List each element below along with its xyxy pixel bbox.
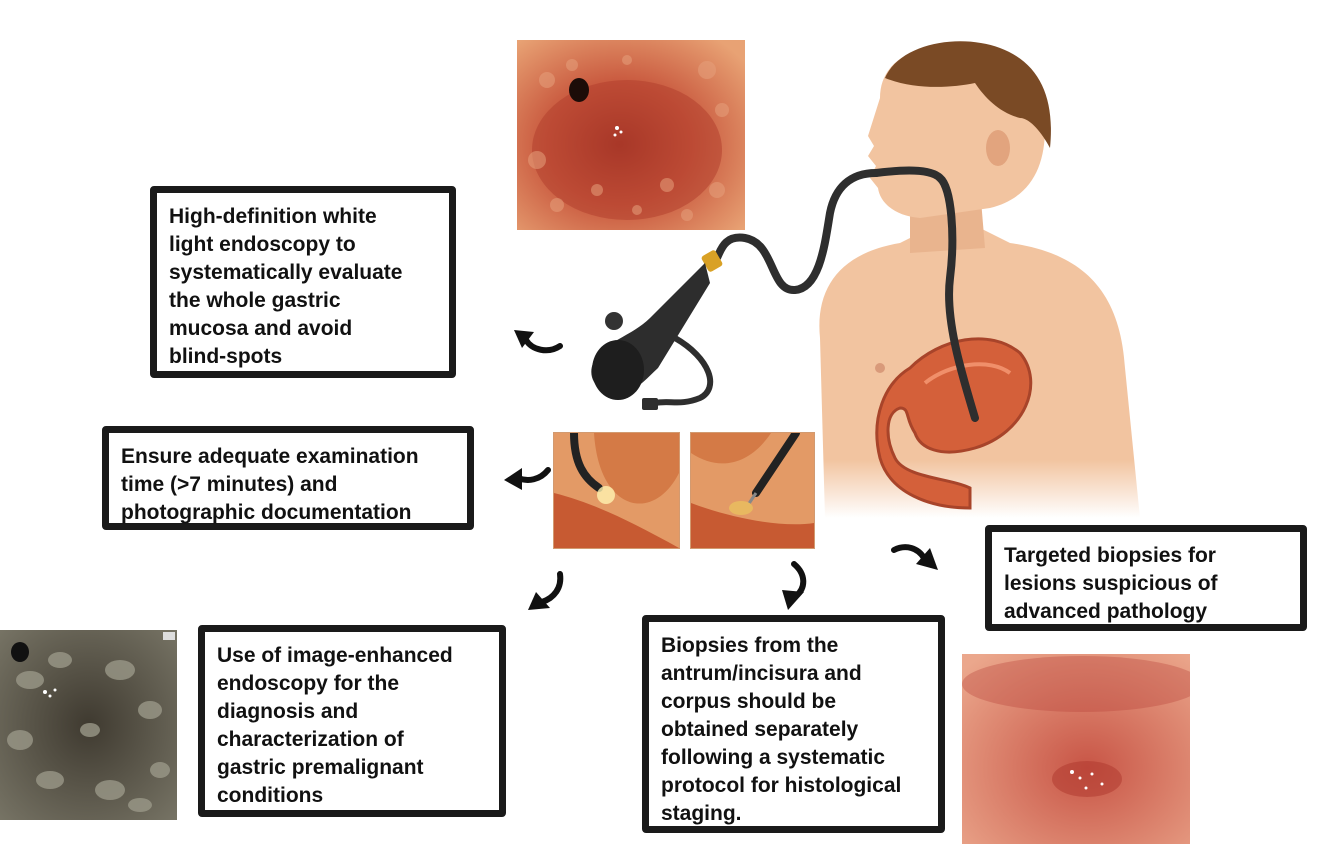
box-line: endoscopy for the [217, 672, 400, 695]
box-line: the whole gastric [169, 289, 341, 312]
box-line: characterization of [217, 728, 404, 751]
curved-arrow-icon [782, 561, 807, 610]
box-line: time (>7 minutes) and [121, 473, 338, 496]
box-line: mucosa and avoid [169, 317, 353, 340]
box-line: antrum/incisura and [661, 662, 862, 685]
targeted-biopsies-box: Targeted biopsies for lesions suspicious… [985, 525, 1307, 631]
endoscopy-photo-white-light [517, 40, 745, 230]
endoscopy-photo-image-enhanced [0, 630, 177, 820]
biopsy-protocol-box: Biopsies from the antrum/incisura and co… [642, 615, 945, 833]
box-line: blind-spots [169, 345, 283, 368]
white-light-endoscopy-box: High-definition white light endoscopy to… [150, 186, 456, 378]
box-line: following a systematic [661, 746, 886, 769]
curved-arrow-icon [504, 467, 551, 490]
box-line: Biopsies from the [661, 634, 839, 657]
image-enhanced-endoscopy-box: Use of image-enhanced endoscopy for the … [198, 625, 506, 817]
curved-arrow-icon [514, 330, 563, 354]
box-line: Ensure adequate examination [121, 445, 419, 468]
box-line: obtained separately [661, 718, 859, 741]
box-line: diagnosis and [217, 700, 359, 723]
box-line: corpus should be [661, 690, 837, 713]
box-line: protocol for histological [661, 774, 902, 797]
box-line: photographic documentation [121, 501, 412, 524]
box-line: Targeted biopsies for [1004, 544, 1216, 567]
box-line: systematically evaluate [169, 261, 403, 284]
box-line: gastric premalignant [217, 756, 424, 779]
box-line: light endoscopy to [169, 233, 356, 256]
biopsy-forceps-scene [690, 432, 815, 549]
box-line: Use of image-enhanced [217, 644, 453, 667]
curved-arrow-icon [891, 544, 938, 570]
endoscope-tip-scene [553, 432, 680, 549]
box-line: lesions suspicious of [1004, 572, 1218, 595]
curved-arrow-icon [528, 571, 564, 610]
endoscopy-photo-targeted-lesion [962, 654, 1190, 844]
box-line: advanced pathology [1004, 600, 1208, 623]
box-line: conditions [217, 784, 324, 807]
patient-endoscopy-illustration [580, 38, 1170, 518]
examination-time-box: Ensure adequate examination time (>7 min… [102, 426, 474, 530]
box-line: High-definition white [169, 205, 377, 228]
box-line: staging. [661, 802, 742, 825]
